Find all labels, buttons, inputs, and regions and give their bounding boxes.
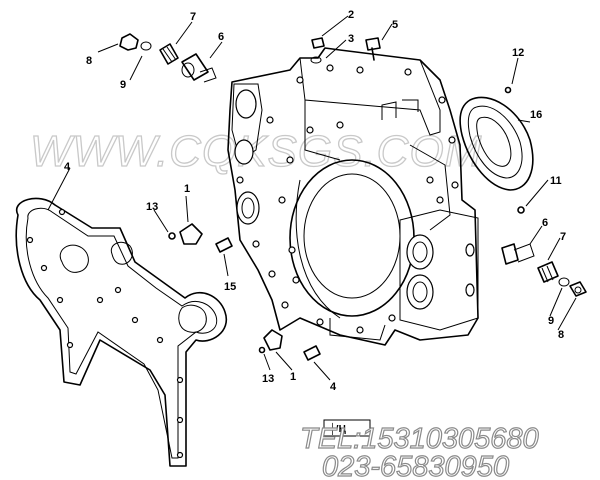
callout-1-lower: 1 — [290, 371, 296, 383]
contact-tel: TEL:15310305680 — [300, 423, 539, 455]
callout-13-upper: 13 — [146, 201, 158, 213]
callout-6-right: 6 — [542, 217, 548, 229]
callout-11: 11 — [550, 175, 562, 187]
leader-lines — [47, 15, 577, 381]
callout-15: 15 — [224, 281, 236, 293]
callout-5: 5 — [392, 19, 398, 31]
callout-7-top: 7 — [190, 11, 196, 23]
callout-labels: 8 7 6 9 2 3 5 12 16 11 6 7 9 8 4 1 13 15… — [64, 9, 566, 393]
callout-1-upper: 1 — [184, 183, 190, 195]
right-valve-cluster — [501, 243, 587, 297]
figure-number: │′Ң — [330, 422, 347, 436]
callout-12: 12 — [512, 47, 524, 59]
contact-phone: 023-65830950 — [322, 451, 509, 480]
callout-4-gasket: 4 — [64, 161, 71, 173]
callout-2: 2 — [348, 9, 354, 21]
callout-16: 16 — [530, 109, 542, 121]
callout-9-right: 9 — [548, 315, 554, 327]
figure-number-box: │′Ң — [323, 419, 371, 437]
callout-13-lower: 13 — [262, 373, 274, 385]
gear-housing — [227, 47, 479, 346]
front-oil-seal — [459, 96, 534, 191]
callout-6-top: 6 — [218, 31, 224, 43]
small-hardware — [168, 86, 525, 361]
watermark-text: WWW.CQKSGS.COM — [30, 127, 482, 176]
callout-3: 3 — [348, 33, 354, 45]
callout-8-top: 8 — [86, 55, 92, 67]
callout-7-right: 7 — [560, 231, 566, 243]
callout-8-right: 8 — [558, 329, 564, 341]
callout-4-lower: 4 — [330, 381, 337, 393]
top-left-valve-cluster — [119, 33, 217, 83]
top-fasteners — [310, 37, 381, 64]
front-cover-gasket — [15, 197, 228, 467]
callout-9-top: 9 — [120, 79, 126, 91]
